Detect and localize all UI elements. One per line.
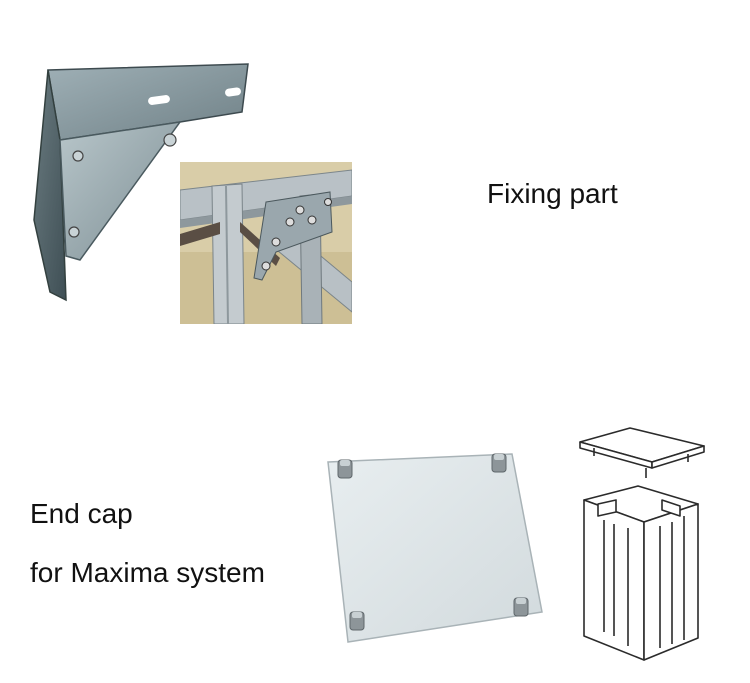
frame-corner-photo [180, 162, 352, 324]
fixing-part-label: Fixing part [487, 178, 618, 209]
frame-corner-drawing [180, 162, 352, 324]
end-cap-label: End cap [30, 498, 133, 529]
angle-bracket-image [33, 63, 249, 302]
system-label: for Maxima system [30, 557, 265, 588]
end-cap-plate-image [327, 453, 543, 643]
end-cap-drawing [579, 427, 705, 661]
